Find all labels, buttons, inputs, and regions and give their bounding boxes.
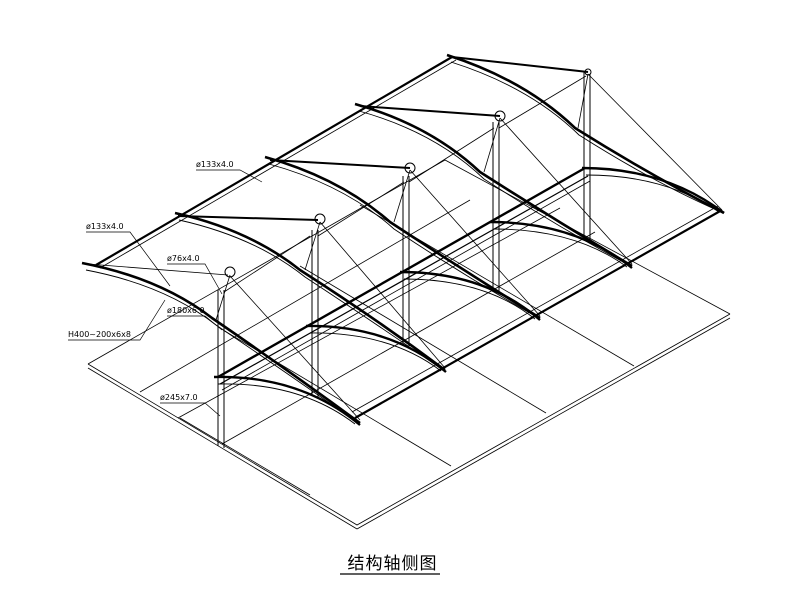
struts [87,56,723,421]
columns [217,70,591,448]
rear-eave-tube [95,56,457,269]
column-caps [224,68,592,278]
label-column: ø245x7.0 [160,393,198,402]
drawing-title: 结构轴侧图 [347,554,438,574]
leader-lines [68,169,263,417]
label-pipe-arch: ø180x6.0 [167,306,205,315]
label-pipe-top-back: ø133x4.0 [196,160,234,169]
lower-arms [213,166,725,426]
label-pipe-strut: ø76x4.0 [167,254,200,263]
label-beam: H400~200x6x8 [68,330,131,339]
label-pipe-top-front: ø133x4.0 [86,222,124,231]
